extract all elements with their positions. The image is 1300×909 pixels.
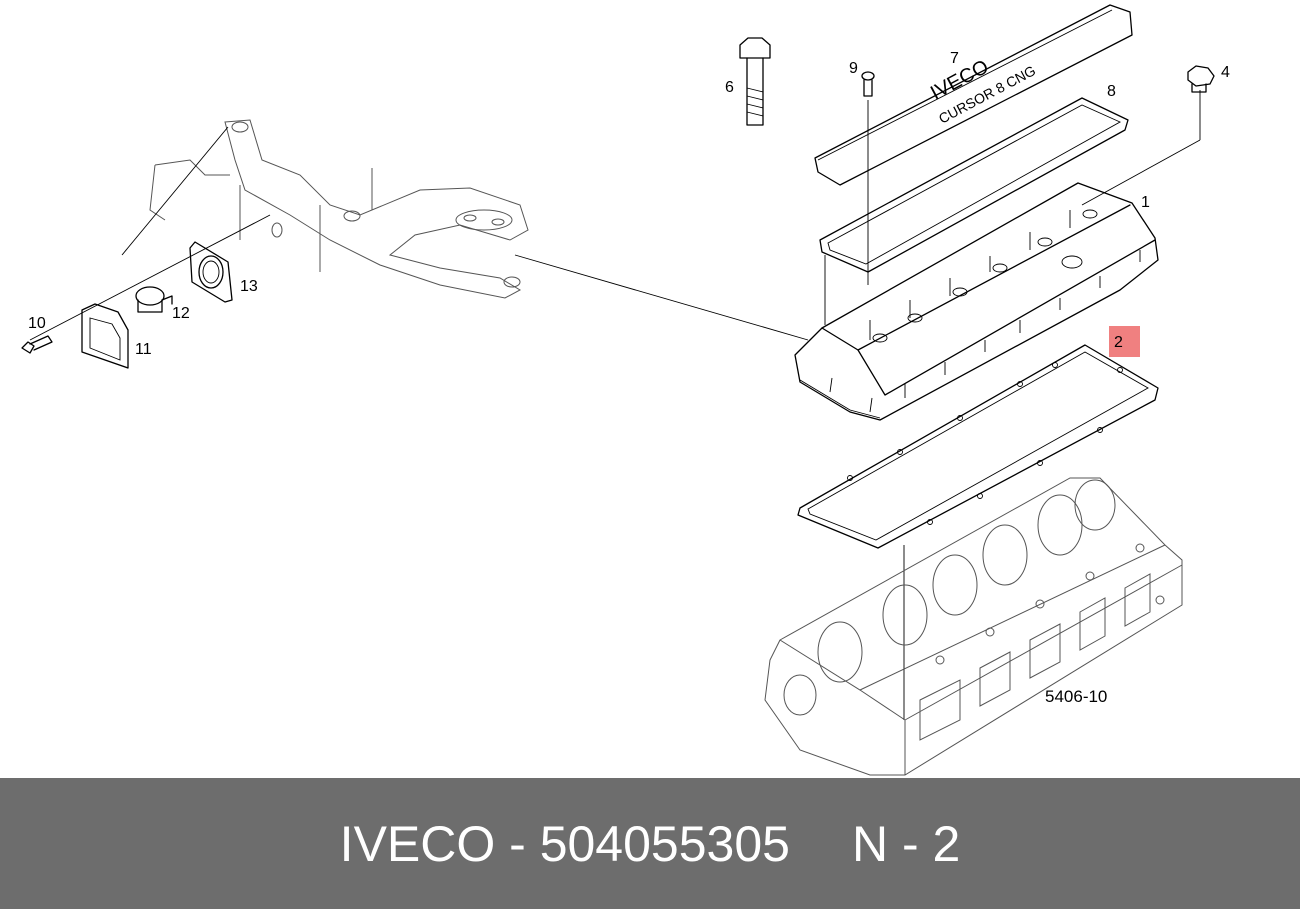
cylinder-head — [764, 477, 1183, 776]
callout-12[interactable]: 12 — [172, 305, 190, 322]
callout-labels: 1 2 4 6 7 8 9 10 11 12 13 — [28, 50, 1230, 358]
engine-frame-bracket — [149, 119, 529, 299]
callout-4[interactable]: 4 — [1221, 64, 1230, 81]
callout-7[interactable]: 7 — [950, 50, 959, 67]
callout-9[interactable]: 9 — [849, 60, 858, 77]
callout-11[interactable]: 11 — [135, 341, 152, 358]
exploded-view-diagram: IVECO CURSOR 8 CNG — [21, 4, 1230, 776]
callout-2-highlight — [1109, 326, 1140, 357]
part-9-screw — [861, 71, 875, 97]
part-2-gasket — [797, 344, 1159, 549]
part-1-valve-cover — [794, 182, 1159, 421]
part-7-cover-plate: IVECO CURSOR 8 CNG — [814, 4, 1133, 186]
part-number-footer: IVECO - 504055305 N - 2 — [0, 778, 1300, 909]
part-10-screw — [21, 335, 53, 354]
callout-8[interactable]: 8 — [1107, 83, 1116, 100]
callout-1[interactable]: 1 — [1141, 194, 1150, 211]
leader-lines — [29, 90, 1201, 720]
callout-6[interactable]: 6 — [725, 79, 734, 96]
part-8-gasket — [819, 97, 1129, 273]
callout-13[interactable]: 13 — [240, 278, 258, 295]
part-6-bolt — [739, 37, 771, 126]
position-label: N - 2 — [851, 815, 961, 872]
drawing-code: 5406-10 — [1045, 687, 1107, 706]
callout-10[interactable]: 10 — [28, 315, 46, 332]
part-4-cap — [1187, 65, 1215, 93]
part-12-plug — [135, 286, 173, 313]
part-13-flange — [189, 241, 233, 303]
callout-2[interactable]: 2 — [1114, 334, 1123, 351]
part-11-cover — [81, 303, 129, 369]
part-number-label: IVECO - 504055305 — [339, 815, 790, 872]
